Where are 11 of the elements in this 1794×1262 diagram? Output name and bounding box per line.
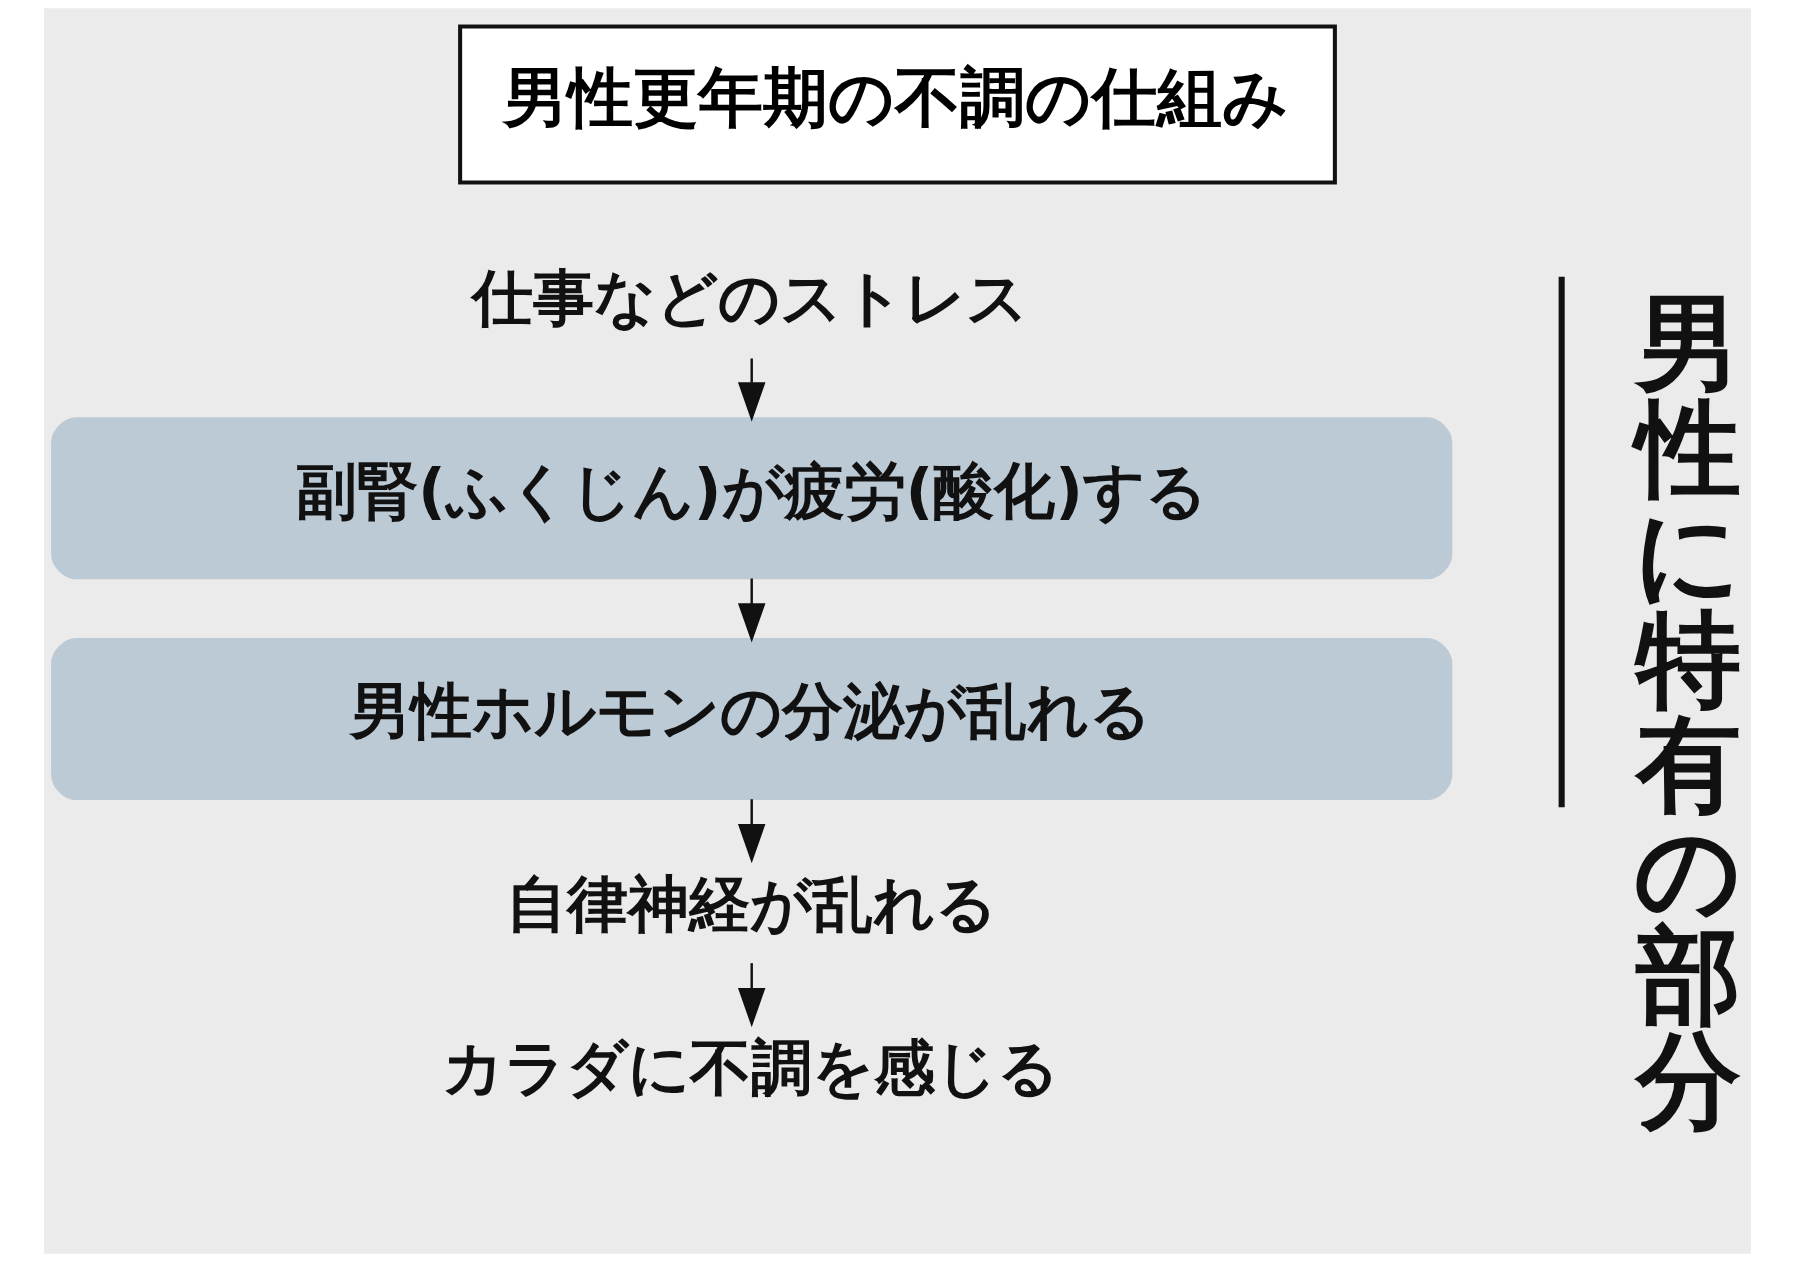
label: 男性に特有の部分 bbox=[1633, 282, 1741, 1143]
node-text: 自律神経が乱れる bbox=[505, 868, 997, 939]
arrow bbox=[737, 799, 765, 864]
arrow bbox=[737, 578, 765, 643]
node-box: 男性ホルモンの分泌が乱れる bbox=[50, 638, 1452, 801]
arrow bbox=[737, 963, 765, 1028]
arrow bbox=[737, 358, 765, 422]
node-text: カラダに不調を感じる bbox=[441, 1032, 1059, 1103]
node-text: 仕事などのストレス bbox=[471, 263, 1028, 334]
diagram-title: 男性更年期の不調の仕組み bbox=[502, 59, 1289, 135]
node-box: 副腎(ふくじん)が疲労(酸化)する bbox=[50, 417, 1452, 580]
